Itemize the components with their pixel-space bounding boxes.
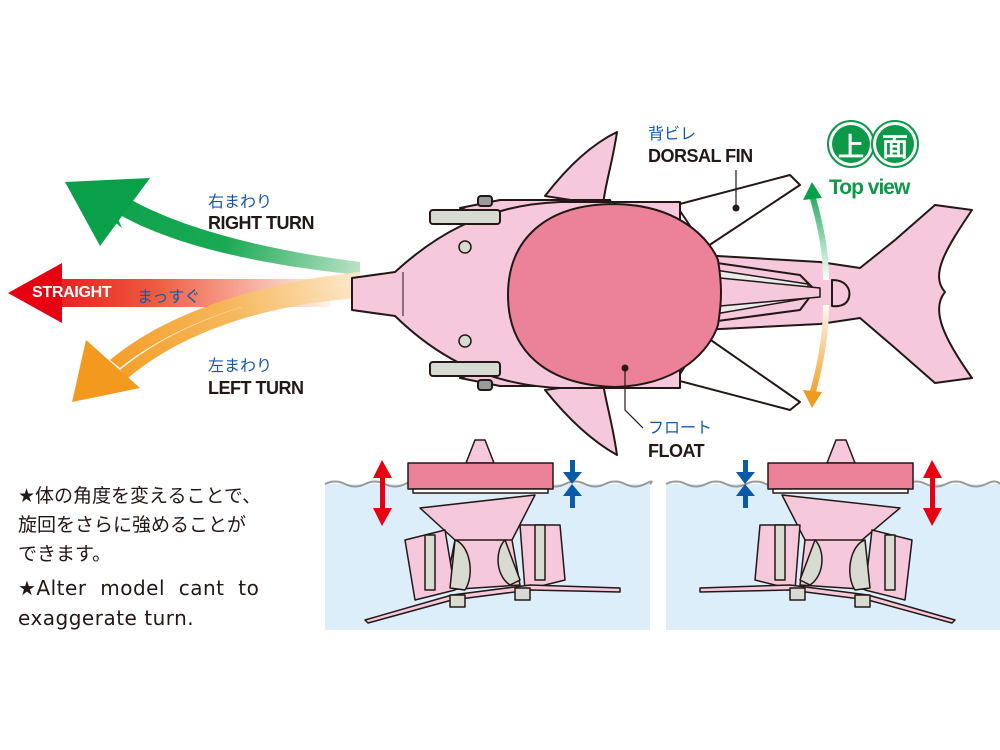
dorsal-fin-label-jp: 背ビレ — [648, 124, 697, 143]
tail-joint — [831, 279, 851, 308]
left-turn-label-en: LEFT TURN — [208, 378, 304, 398]
right-turn-label-jp: 右まわり — [208, 192, 273, 211]
note-jp-line-3: できます。 — [18, 543, 112, 565]
dolphin-top-view — [351, 131, 973, 456]
float-top — [507, 203, 722, 388]
straight-label-jp: まっすぐ — [137, 287, 201, 306]
left-turn-label-jp: 左まわり — [208, 356, 273, 375]
notes-jp: ★体の角度を変えることで、 旋回をさらに強めることが できます。 — [18, 482, 261, 569]
motor-gear-top — [429, 195, 501, 225]
right-turn-label-en: RIGHT TURN — [208, 213, 315, 233]
top-view-badge — [827, 120, 919, 168]
float-side-right — [767, 462, 914, 490]
left-turn-arrowhead — [72, 340, 140, 402]
pectoral-fin-bottom — [544, 381, 618, 456]
right-turn-arrow — [65, 178, 360, 275]
right-turn-arrowhead — [65, 178, 150, 246]
note-en-line-1: ★Alter model cant to — [18, 576, 260, 600]
float-label-en: FLOAT — [648, 441, 705, 461]
tail-swing-arrow — [803, 182, 829, 408]
top-view-kanji-2: 面 — [882, 133, 909, 163]
dorsal-fin-label-en: DORSAL FIN — [648, 146, 753, 166]
height-change-arrow-right — [923, 460, 942, 526]
notes-en: ★Alter model cant to exaggerate turn. — [18, 573, 259, 633]
note-jp-line-2: 旋回をさらに強めることが — [18, 514, 247, 536]
top-view-label: Top view — [829, 176, 910, 199]
motor-gear-bottom — [429, 361, 501, 391]
pectoral-fin-top — [544, 131, 618, 206]
float-side-left — [407, 462, 554, 490]
height-change-arrow-left — [373, 460, 392, 526]
left-turn-arrow — [72, 272, 360, 402]
gap-indicator-left — [563, 460, 582, 508]
note-jp-line-1: ★体の角度を変えることで、 — [18, 485, 262, 507]
float-label-jp: フロート — [648, 418, 713, 437]
straight-arrowhead — [8, 263, 62, 323]
side-view-right-panel — [665, 439, 1000, 630]
top-view-kanji-1: 上 — [838, 133, 865, 163]
side-view-left-panel — [324, 439, 653, 630]
float-leader — [624, 368, 644, 429]
note-en-line-2: exaggerate turn. — [18, 606, 195, 630]
straight-label-en: STRAIGHT — [32, 284, 112, 301]
gap-indicator-right — [736, 460, 755, 508]
